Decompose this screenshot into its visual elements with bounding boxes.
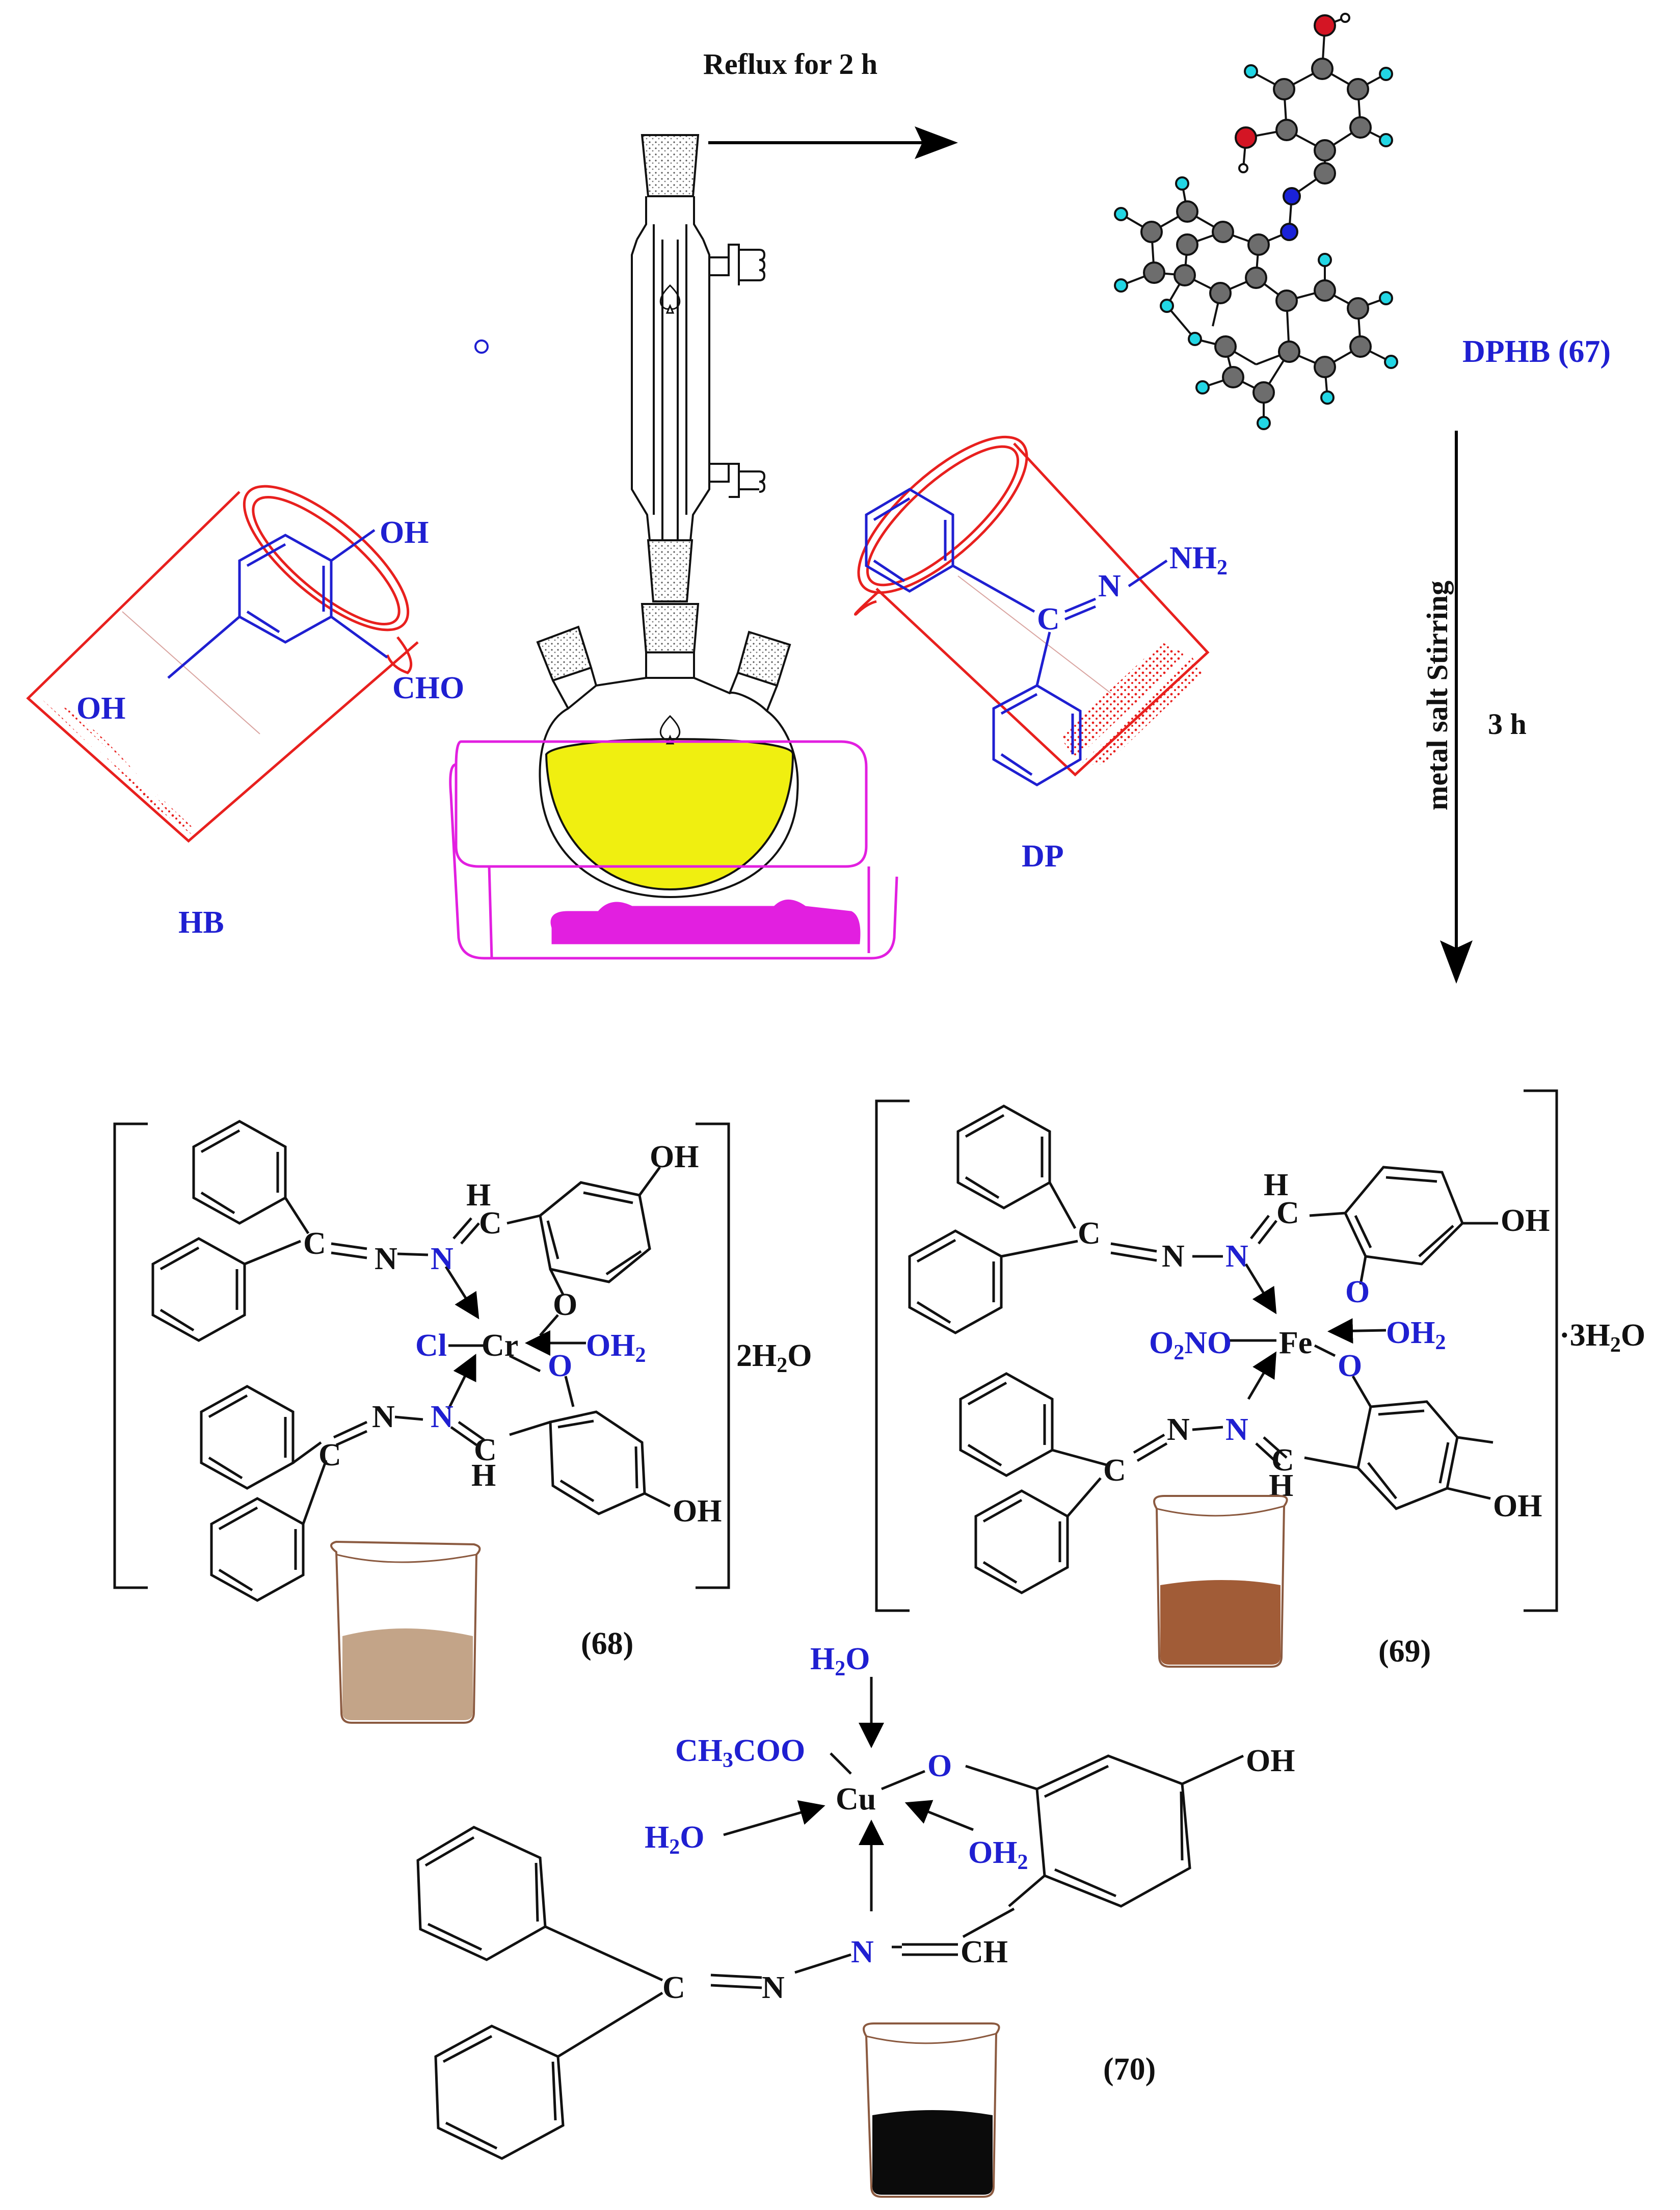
c68-c2: C [479,1206,502,1241]
c68-beaker [330,1540,481,1724]
c68-oh-bottom: OH [673,1494,722,1529]
reflux-apparatus [536,134,799,899]
c69-oh-top: OH [1501,1203,1550,1238]
step1-condition-label: Reflux for 2 h [703,47,877,81]
hb-cho: CHO [392,671,464,705]
step2-condition-metal-salt: metal salt Stirring [1421,581,1454,810]
c68-h-bottom: H [471,1458,496,1493]
c68-h-top: H [466,1178,491,1213]
c70-oh: OH [1246,1744,1295,1778]
small-circle-mark [474,339,489,354]
c68-n4: N [431,1400,454,1434]
step2-arrow [1440,431,1473,984]
complex-68-brackets [113,1122,730,1589]
c69-metal: Fe [1279,1326,1312,1360]
c69-label: (69) [1378,1634,1431,1669]
c69-c4: C [1103,1453,1126,1488]
c69-n2: N [1225,1239,1248,1274]
c69-hydrate: ·3H2O [1559,1318,1645,1357]
c68-cl: Cl [415,1328,447,1363]
c70-water-right: OH2 [968,1835,1028,1874]
hb-molecule [167,529,388,679]
c69-h-top: H [1264,1168,1288,1202]
c69-n4: N [1225,1412,1248,1447]
hb-label: HB [178,905,224,940]
c70-label: (70) [1103,2052,1156,2087]
c70-beaker [863,2022,1000,2198]
c69-c3: C [1271,1443,1294,1478]
complex-69-structure [908,1104,1498,1594]
c68-c1: C [303,1226,326,1261]
dp-n: N [1098,569,1121,603]
c68-oh-top: OH [650,1140,699,1174]
c69-beaker [1153,1495,1288,1668]
c69-n3: N [1167,1412,1190,1447]
dp-molecule [865,488,1168,786]
c68-water: OH2 [586,1328,646,1367]
c69-nitrate: O2NO [1149,1326,1232,1364]
hb-beaker [26,485,419,843]
c70-ch: CH [961,1935,1008,1969]
c68-c3: C [474,1433,497,1467]
dphb-label: DPHB (67) [1462,334,1611,369]
c69-n1: N [1162,1239,1185,1274]
dp-beaker [854,435,1210,777]
c70-water-top: H2O [810,1642,870,1680]
dp-c: C [1037,602,1060,637]
c68-label: (68) [581,1626,633,1661]
c70-n2: N [762,1970,785,2005]
c68-metal: Cr [482,1328,518,1363]
c68-n2: N [431,1242,454,1276]
complex-70-structure [416,1677,1244,2160]
step1-arrow [708,126,958,159]
c70-water-left: H2O [645,1820,704,1859]
hot-plate [449,740,898,960]
hb-oh-left: OH [76,691,125,726]
c69-oh-bottom: OH [1493,1489,1542,1523]
c70-o: O [927,1749,952,1783]
c70-n1: N [851,1935,874,1969]
c70-acetate: CH3COO [675,1733,805,1772]
c68-o-top: O [553,1287,577,1322]
c70-metal: Cu [836,1782,876,1817]
complex-68-structure [151,1120,671,1602]
c69-o-top: O [1345,1275,1370,1309]
dp-label: DP [1022,839,1064,874]
c69-c2: C [1276,1196,1299,1230]
c69-o-bottom: O [1338,1349,1362,1383]
c68-c4: C [318,1438,341,1472]
c68-o-bottom: O [548,1349,572,1383]
c68-n3: N [372,1400,395,1434]
dphb-3d-model [1114,13,1398,430]
c68-hydrate: 2H2O [736,1338,812,1377]
complex-69-brackets [875,1089,1558,1612]
c69-c1: C [1078,1216,1101,1251]
c68-n1: N [375,1242,397,1276]
step2-condition-time: 3 h [1488,707,1527,741]
c69-water: OH2 [1386,1316,1446,1354]
dp-nh2: NH2 [1169,541,1228,580]
hb-oh-top: OH [380,515,429,550]
c70-c: C [662,1970,685,2005]
